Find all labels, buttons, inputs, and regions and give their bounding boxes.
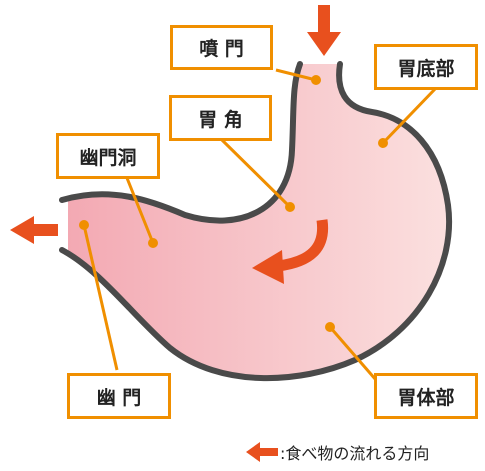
left-arrow-icon	[246, 442, 278, 462]
curved-flow-arrow-icon	[277, 219, 329, 272]
label-body: 胃体部	[374, 373, 478, 419]
leader-line-pylorus	[82, 224, 119, 371]
marker-body	[325, 322, 335, 332]
legend-text: :食べ物の流れる方向	[280, 444, 430, 463]
stomach-outline-inner	[59, 61, 303, 224]
legend: :食べ物の流れる方向	[246, 440, 429, 464]
label-cardia-text: 噴 門	[199, 38, 244, 60]
curved-flow-arrowhead-icon	[252, 250, 284, 284]
label-angle: 胃 角	[169, 95, 272, 141]
label-fundus: 胃底部	[374, 44, 478, 90]
leader-line-angle	[220, 138, 292, 209]
marker-angle	[285, 202, 295, 212]
label-pylorus: 幽 門	[67, 373, 171, 419]
leader-line-cardia	[275, 68, 317, 82]
label-fundus-text: 胃底部	[397, 57, 455, 80]
marker-pylorus	[79, 220, 89, 230]
marker-cardia	[311, 75, 321, 85]
label-antrum: 幽門洞	[56, 133, 160, 179]
stomach-outline-outer	[59, 61, 453, 382]
entry-arrow-icon	[307, 5, 341, 56]
label-pylorus-text: 幽 門	[96, 386, 142, 409]
label-angle-text: 胃 角	[198, 108, 243, 131]
stomach-shape	[68, 64, 450, 379]
marker-antrum	[148, 238, 158, 248]
label-body-text: 胃体部	[397, 386, 455, 409]
leader-line-antrum	[125, 177, 155, 244]
leader-line-body	[328, 326, 378, 381]
label-cardia: 噴 門	[170, 25, 273, 70]
label-antrum-text: 幽門洞	[79, 146, 137, 169]
marker-fundus	[378, 138, 388, 148]
exit-arrow-icon	[10, 216, 58, 244]
leader-line-fundus	[381, 86, 438, 145]
